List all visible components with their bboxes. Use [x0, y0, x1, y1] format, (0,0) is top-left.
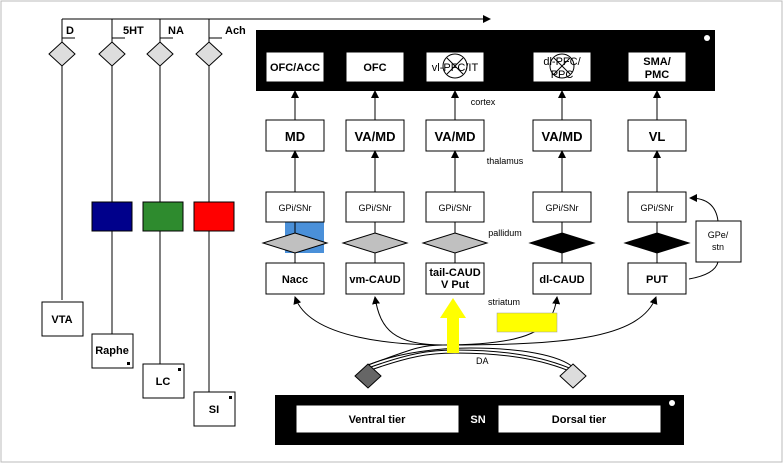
thalamus-label-2: VA/MD	[435, 129, 476, 144]
label-ach: Ach	[225, 25, 246, 37]
pallidum-label: pallidum	[488, 228, 522, 238]
cortex-area-label-0: OFC/ACC	[270, 62, 320, 74]
pallidum-box-2	[425, 191, 485, 223]
pallidum-label-0: GPi/SNr	[278, 203, 311, 213]
acetylcholine-square	[193, 201, 235, 232]
striatum-label-2-0: tail-CAUD	[429, 267, 480, 279]
cortex-box-0	[265, 51, 325, 83]
da-label: DA	[476, 356, 489, 366]
vta-box	[41, 301, 84, 337]
serotonin-square	[91, 201, 133, 232]
striatum-label-1: vm-CAUD	[349, 274, 400, 286]
thalamus-label-3: VA/MD	[542, 129, 583, 144]
pallidum-diamond-1	[341, 232, 409, 254]
striatum-label-0: Nacc	[282, 274, 308, 286]
cortex-area-label-1: OFC	[363, 62, 386, 74]
sn-ventral-diamond	[354, 363, 382, 389]
yellow-up-arrow	[440, 298, 466, 353]
pallidum-label-1: GPi/SNr	[358, 203, 391, 213]
label-5ht: 5HT	[123, 25, 144, 37]
noradrenaline-square	[142, 201, 184, 232]
sn-label: SN	[470, 414, 485, 426]
pallidum-diamond-3	[528, 232, 596, 254]
cortex-area-label-4b: PMC	[645, 69, 670, 81]
cortex-box-1	[345, 51, 405, 83]
cortex-box-3	[532, 51, 592, 83]
sn-band: Ventral tier SN Dorsal tier	[275, 395, 684, 445]
cortex-label: cortex	[471, 97, 496, 107]
cortex-area-label-2: vl-PFC/IT	[432, 62, 479, 74]
thalamus-label-4: VL	[649, 129, 666, 144]
lc-label: LC	[156, 376, 171, 388]
cortex-box-4	[627, 51, 687, 83]
vta-label: VTA	[51, 314, 72, 326]
pallidum-box-0	[265, 191, 325, 223]
cortex-box-2	[425, 51, 485, 83]
diamond-d	[48, 41, 76, 67]
striatum-label: striatum	[488, 297, 520, 307]
pallidum-diamond-2	[421, 232, 489, 254]
label-d: D	[66, 25, 74, 37]
cortex-area-label-4: SMA/	[643, 56, 671, 68]
label-na: NA	[168, 25, 184, 37]
striatum-label-2-1: V Put	[441, 279, 469, 291]
dopamine-projections: DA	[293, 296, 658, 374]
thalamus-label-0: MD	[285, 129, 305, 144]
neuromodulator-panel: D 5HT NA Ach VTA Raphe LC SI	[41, 15, 491, 427]
si-box	[193, 391, 236, 427]
raphe-label: Raphe	[95, 345, 129, 357]
striatum-label-3: dl-CAUD	[539, 274, 584, 286]
si-label: SI	[209, 404, 219, 416]
thalamus-box-4	[627, 119, 687, 152]
pallidum-diamond-4	[623, 232, 691, 254]
ventral-tier-box	[295, 404, 460, 434]
striatum-box-2	[425, 262, 485, 295]
raphe-box	[91, 333, 134, 369]
gpe-stn-box	[695, 220, 742, 263]
striatum-box-4	[627, 262, 687, 295]
striatum-box-3	[532, 262, 592, 295]
thalamus-box-2	[425, 119, 485, 152]
gpe-stn-label: GPe/stn	[708, 230, 729, 252]
thalamus-row: MD VA/MD VA/MD VA/MD VL	[265, 90, 687, 152]
dorsal-tier-label: Dorsal tier	[552, 414, 607, 426]
striatum-box-0	[265, 262, 325, 295]
pallidum-row: GPi/SNr GPi/SNr GPi/SNr GPi/SNr GPi/SNr	[261, 150, 691, 254]
diamond-ach	[195, 41, 223, 67]
dorsal-tier-box	[497, 404, 662, 434]
pallidum-label-2: GPi/SNr	[438, 203, 471, 213]
diamond-5ht	[98, 41, 126, 67]
ventral-tier-label: Ventral tier	[349, 414, 407, 426]
sn-dorsal-diamond	[559, 363, 587, 389]
pallidum-label-4: GPi/SNr	[640, 203, 673, 213]
pallidum-label-3: GPi/SNr	[545, 203, 578, 213]
striatum-label-4: PUT	[646, 274, 668, 286]
pallidum-box-4	[627, 191, 687, 223]
put-to-gpe-line	[688, 261, 719, 280]
thalamus-label-1: VA/MD	[355, 129, 396, 144]
lc-box	[142, 363, 185, 399]
gpe-to-gpi-arrow	[689, 194, 719, 222]
diamond-na	[146, 41, 174, 67]
dl-caud-yellow-highlight	[496, 312, 558, 333]
thalamus-label: thalamus	[487, 156, 524, 166]
